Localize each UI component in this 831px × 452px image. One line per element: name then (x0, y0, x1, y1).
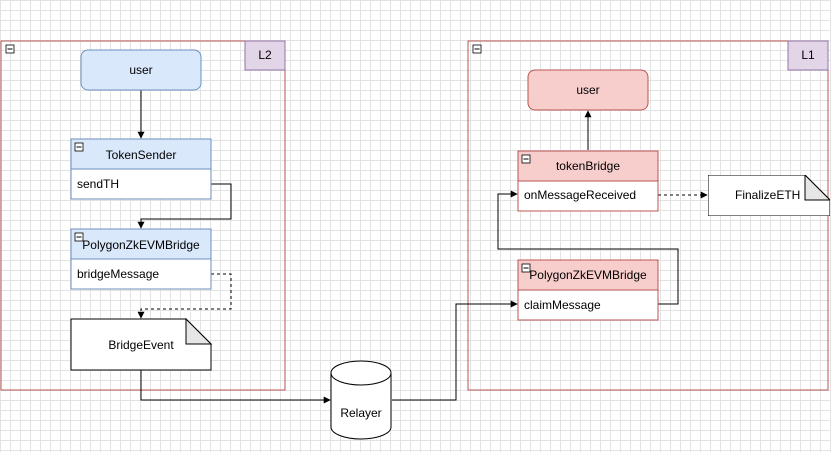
l2-collapse-icon[interactable] (5, 44, 15, 54)
edge-relayer-to-claimmessage[interactable] (392, 300, 518, 401)
l1-container[interactable]: L1 (467, 40, 829, 391)
l1-layer-tag-label: L1 (801, 48, 815, 62)
l1-user-label: user (576, 83, 599, 97)
relayer-database[interactable]: Relayer (330, 360, 392, 440)
l1-bridge-collapse-icon[interactable] (521, 263, 531, 273)
relayer-label: Relayer (340, 406, 381, 420)
edge-bridgeevent-to-relayer[interactable] (140, 370, 331, 404)
l1-bridge-title: PolygonZkEVMBridge (529, 268, 647, 282)
l2-container[interactable]: L2 (0, 40, 286, 391)
bridgeevent-note[interactable]: BridgeEvent (70, 317, 213, 371)
l1-bridge-method-claimmessage[interactable]: claimMessage (524, 298, 601, 312)
tokenbridge-class[interactable]: tokenBridge onMessageReceived (517, 150, 659, 212)
l1-user-node[interactable]: user (527, 69, 649, 111)
edge-bridgemessage-to-bridgeevent[interactable] (137, 273, 232, 319)
l2-user-node[interactable]: user (80, 49, 202, 91)
l2-bridge-collapse-icon[interactable] (74, 232, 84, 242)
l2-bridge-title: PolygonZkEVMBridge (82, 238, 200, 252)
l2-user-label: user (129, 63, 152, 77)
finalizeeth-label: FinalizeETH (735, 188, 800, 202)
tokensender-title: TokenSender (106, 148, 177, 162)
l2-bridge-method-bridgemessage[interactable]: bridgeMessage (77, 267, 159, 281)
finalizeeth-note[interactable]: FinalizeETH (708, 175, 830, 216)
tokensender-class[interactable]: TokenSender sendTH (70, 138, 212, 200)
edge-sendth-to-l2-bridge[interactable] (137, 183, 232, 229)
l2-polygonzkevmbridge-class[interactable]: PolygonZkEVMBridge bridgeMessage (70, 228, 212, 290)
tokensender-method-sendth[interactable]: sendTH (77, 177, 119, 191)
tokenbridge-collapse-icon[interactable] (521, 154, 531, 164)
tokensender-collapse-icon[interactable] (74, 142, 84, 152)
bridgeevent-label: BridgeEvent (108, 338, 174, 352)
tokenbridge-method-onmessagereceived[interactable]: onMessageReceived (524, 188, 636, 202)
l1-collapse-icon[interactable] (472, 44, 482, 54)
l1-layer-tag (787, 40, 829, 71)
tokenbridge-title: tokenBridge (556, 159, 620, 173)
l2-layer-tag (244, 40, 286, 71)
l1-polygonzkevmbridge-class[interactable]: PolygonZkEVMBridge claimMessage (517, 259, 659, 321)
edge-claimmessage-to-onmessagereceived[interactable] (497, 190, 679, 305)
l2-layer-tag-label: L2 (258, 48, 272, 62)
